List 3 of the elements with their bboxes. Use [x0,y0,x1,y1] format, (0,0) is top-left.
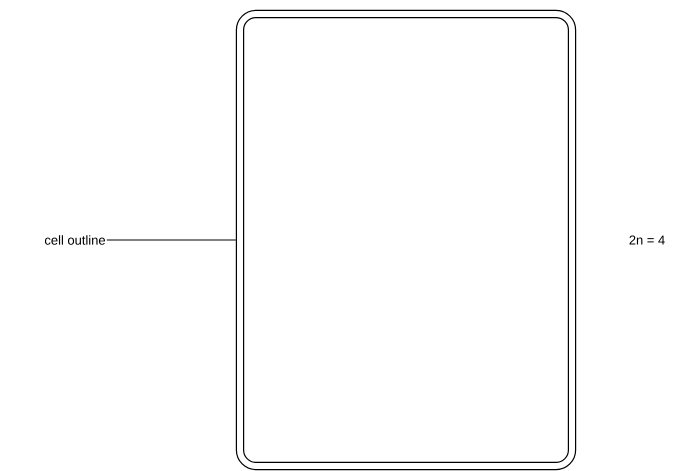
ploidy-label: 2n = 4 [629,235,665,245]
label-text: cell outline [44,235,105,245]
cell-drawing [236,10,576,470]
